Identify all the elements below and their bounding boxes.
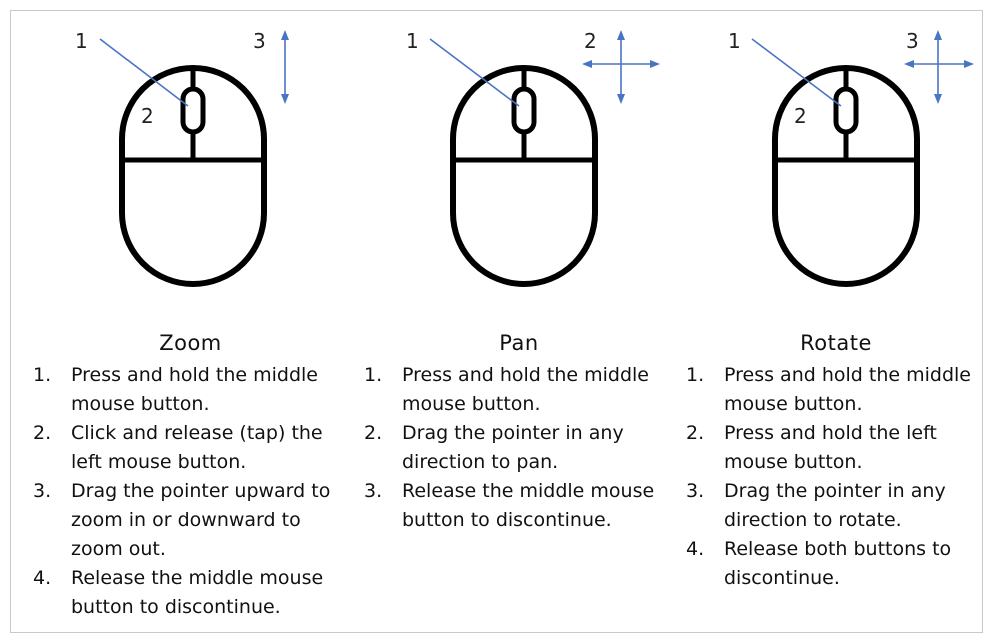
- list-item: 4.Release the middle mouse button to dis…: [33, 567, 324, 618]
- callout-1: 1: [728, 29, 741, 53]
- zoom-steps: 1.Press and hold the middle mouse button…: [33, 361, 338, 622]
- callout-1: 1: [75, 29, 88, 53]
- scroll-wheel-icon: [180, 86, 206, 135]
- zoom-title: Zoom: [159, 331, 222, 355]
- scroll-wheel-icon: [833, 86, 859, 135]
- list-item: 3.Drag the pointer in any direction to r…: [686, 480, 946, 531]
- list-item: 4.Release both buttons to discontinue.: [686, 538, 952, 589]
- rotate-panel: 1 2 3 Rotate 1.Press and hold the middle…: [664, 11, 984, 634]
- pan-steps: 1.Press and hold the middle mouse button…: [364, 361, 664, 535]
- list-item: 1.Press and hold the middle mouse button…: [33, 364, 318, 415]
- scroll-wheel-icon: [511, 86, 537, 135]
- four-way-arrow-icon: [904, 30, 974, 104]
- vertical-arrow-icon: [281, 30, 289, 104]
- mouse-icon: [772, 65, 920, 287]
- list-item: 2.Click and release (tap) the left mouse…: [33, 422, 323, 473]
- rotate-steps: 1.Press and hold the middle mouse button…: [686, 361, 982, 593]
- callout-3: 3: [253, 29, 266, 53]
- callout-2: 2: [141, 104, 154, 128]
- callout-line: [751, 38, 842, 107]
- callout-3: 3: [906, 29, 919, 53]
- list-item: 1.Press and hold the middle mouse button…: [364, 364, 649, 415]
- callout-2: 2: [794, 104, 807, 128]
- list-item: 2.Press and hold the left mouse button.: [686, 422, 937, 473]
- callout-2: 2: [584, 29, 597, 53]
- callout-1: 1: [406, 29, 419, 53]
- pan-mouse-figure: 1 2: [406, 29, 660, 287]
- list-item: 3.Release the middle mouse button to dis…: [364, 480, 655, 531]
- diagram-frame: 1 2 3 Zoom 1.Press and hold the middle m…: [10, 10, 983, 633]
- pan-title: Pan: [499, 331, 539, 355]
- callout-line: [429, 38, 520, 107]
- mouse-icon: [119, 65, 267, 287]
- list-item: 1.Press and hold the middle mouse button…: [686, 364, 971, 415]
- callout-line: [99, 38, 189, 107]
- pan-panel: 1 2 Pan 1.Press and hold the middle mous…: [342, 11, 672, 634]
- zoom-panel: 1 2 3 Zoom 1.Press and hold the middle m…: [11, 11, 346, 634]
- rotate-title: Rotate: [800, 331, 872, 355]
- mouse-icon: [450, 65, 598, 287]
- rotate-mouse-figure: 1 2 3: [728, 29, 974, 287]
- list-item: 2.Drag the pointer in any direction to p…: [364, 422, 624, 473]
- list-item: 3.Drag the pointer upward to zoom in or …: [33, 480, 331, 560]
- zoom-mouse-figure: 1 2 3: [75, 29, 289, 287]
- four-way-arrow-icon: [582, 30, 660, 104]
